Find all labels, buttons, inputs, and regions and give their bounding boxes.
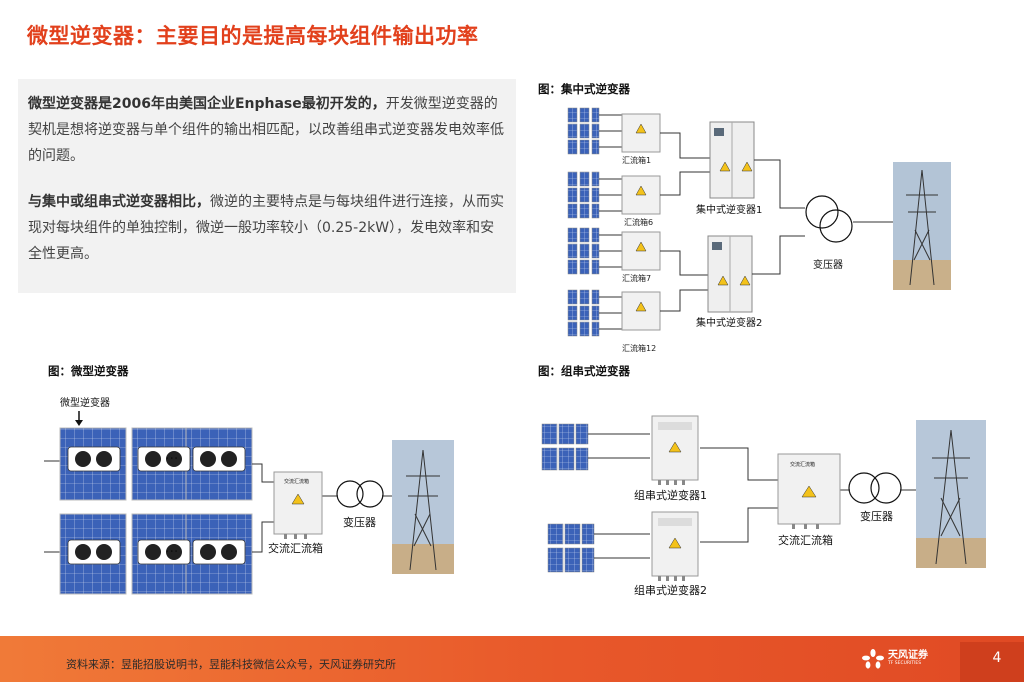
panel-group-2 <box>548 524 594 572</box>
svg-text:···: ··· <box>165 451 178 467</box>
ac-combiner-label: 交流汇流箱 <box>778 533 833 547</box>
combiner-label-12: 汇流箱12 <box>622 343 656 353</box>
transformer-icon <box>806 196 852 242</box>
string-inverter-2 <box>652 512 698 581</box>
combiner-box-1 <box>622 114 660 152</box>
string-inverter-diagram: 组串式逆变器1 组串式逆变器2 交流汇流箱 交流汇流箱 变压器 <box>538 408 990 600</box>
micro-inverter-label: 微型逆变器 <box>60 396 110 409</box>
panel-row-1: ··· <box>44 428 252 500</box>
page-number: 4 <box>960 642 1024 682</box>
combiner-box-6 <box>622 176 660 214</box>
central-inverter-2-label: 集中式逆变器2 <box>696 316 762 329</box>
ac-combiner-box: 交流汇流箱 <box>274 472 322 539</box>
intro-p1-bold: 微型逆变器是2006年由美国企业Enphase最初开发的， <box>28 96 386 112</box>
transformer-label: 变压器 <box>343 515 376 529</box>
flower-logo-icon <box>862 649 884 669</box>
logo-text-cn: 天风证券 <box>888 651 928 661</box>
string-inverter-caption: 图：组串式逆变器 <box>538 363 630 379</box>
transformer-icon <box>849 473 901 503</box>
page-title: 微型逆变器：主要目的是提高每块组件输出功率 <box>27 20 479 50</box>
combiner-label-6: 汇流箱6 <box>624 217 653 227</box>
footer-bar: 资料来源：昱能招股说明书，昱能科技微信公众号，天风证券研究所 天风证券 TF S… <box>0 636 1024 682</box>
intro-text-box: 微型逆变器是2006年由美国企业Enphase最初开发的，开发微型逆变器的契机是… <box>18 79 516 293</box>
central-inverter-1-label: 集中式逆变器1 <box>696 203 762 216</box>
central-inverter-caption: 图：集中式逆变器 <box>538 81 630 97</box>
micro-inverter-caption: 图：微型逆变器 <box>48 363 129 379</box>
logo-text: 天风证券 TF SECURITIES <box>888 651 928 667</box>
panel-group-1 <box>568 108 599 154</box>
ac-combiner-label: 交流汇流箱 <box>268 541 323 555</box>
combiner-box-7 <box>622 232 660 270</box>
svg-text:···: ··· <box>165 544 178 560</box>
string-inverter-1-label: 组串式逆变器1 <box>634 488 707 502</box>
panel-group-7 <box>568 228 599 274</box>
central-inverter-1 <box>710 122 754 198</box>
power-pylon-icon <box>893 162 951 290</box>
central-inverter-diagram: 汇流箱1 汇流箱6 汇流箱7 汇流箱12 集中式逆变器1 集中式逆变器2 <box>560 100 990 358</box>
intro-paragraph-2: 与集中或组串式逆变器相比，微逆的主要特点是与每块组件进行连接，从而实现对每块组件… <box>28 189 506 267</box>
panel-row-2: ··· <box>44 514 252 594</box>
transformer-label: 变压器 <box>860 509 893 523</box>
power-pylon-icon <box>916 420 986 568</box>
ac-box-plate-text: 交流汇流箱 <box>284 478 309 485</box>
transformer-icon <box>337 481 383 507</box>
panel-group-1 <box>542 424 588 470</box>
panel-group-12 <box>568 290 599 336</box>
intro-paragraph-1: 微型逆变器是2006年由美国企业Enphase最初开发的，开发微型逆变器的契机是… <box>28 91 506 169</box>
logo-text-en: TF SECURITIES <box>888 662 928 667</box>
combiner-label-7: 汇流箱7 <box>622 273 651 283</box>
company-logo: 天风证券 TF SECURITIES <box>862 649 928 669</box>
combiner-box-12 <box>622 292 660 330</box>
string-inverter-2-label: 组串式逆变器2 <box>634 583 707 597</box>
ac-combiner-box: 交流汇流箱 <box>778 454 840 529</box>
central-inverter-2 <box>708 236 752 312</box>
ac-box-plate-text: 交流汇流箱 <box>790 461 815 468</box>
transformer-label: 变压器 <box>813 258 843 271</box>
down-arrow-icon <box>75 411 83 426</box>
power-pylon-icon <box>392 440 454 574</box>
combiner-label-1: 汇流箱1 <box>622 155 651 165</box>
panel-group-6 <box>568 172 599 218</box>
intro-p2-bold: 与集中或组串式逆变器相比， <box>28 194 210 210</box>
micro-inverter-diagram: 微型逆变器 ··· <box>38 384 468 614</box>
footer-source: 资料来源：昱能招股说明书，昱能科技微信公众号，天风证券研究所 <box>66 656 396 672</box>
string-inverter-1 <box>652 416 698 485</box>
